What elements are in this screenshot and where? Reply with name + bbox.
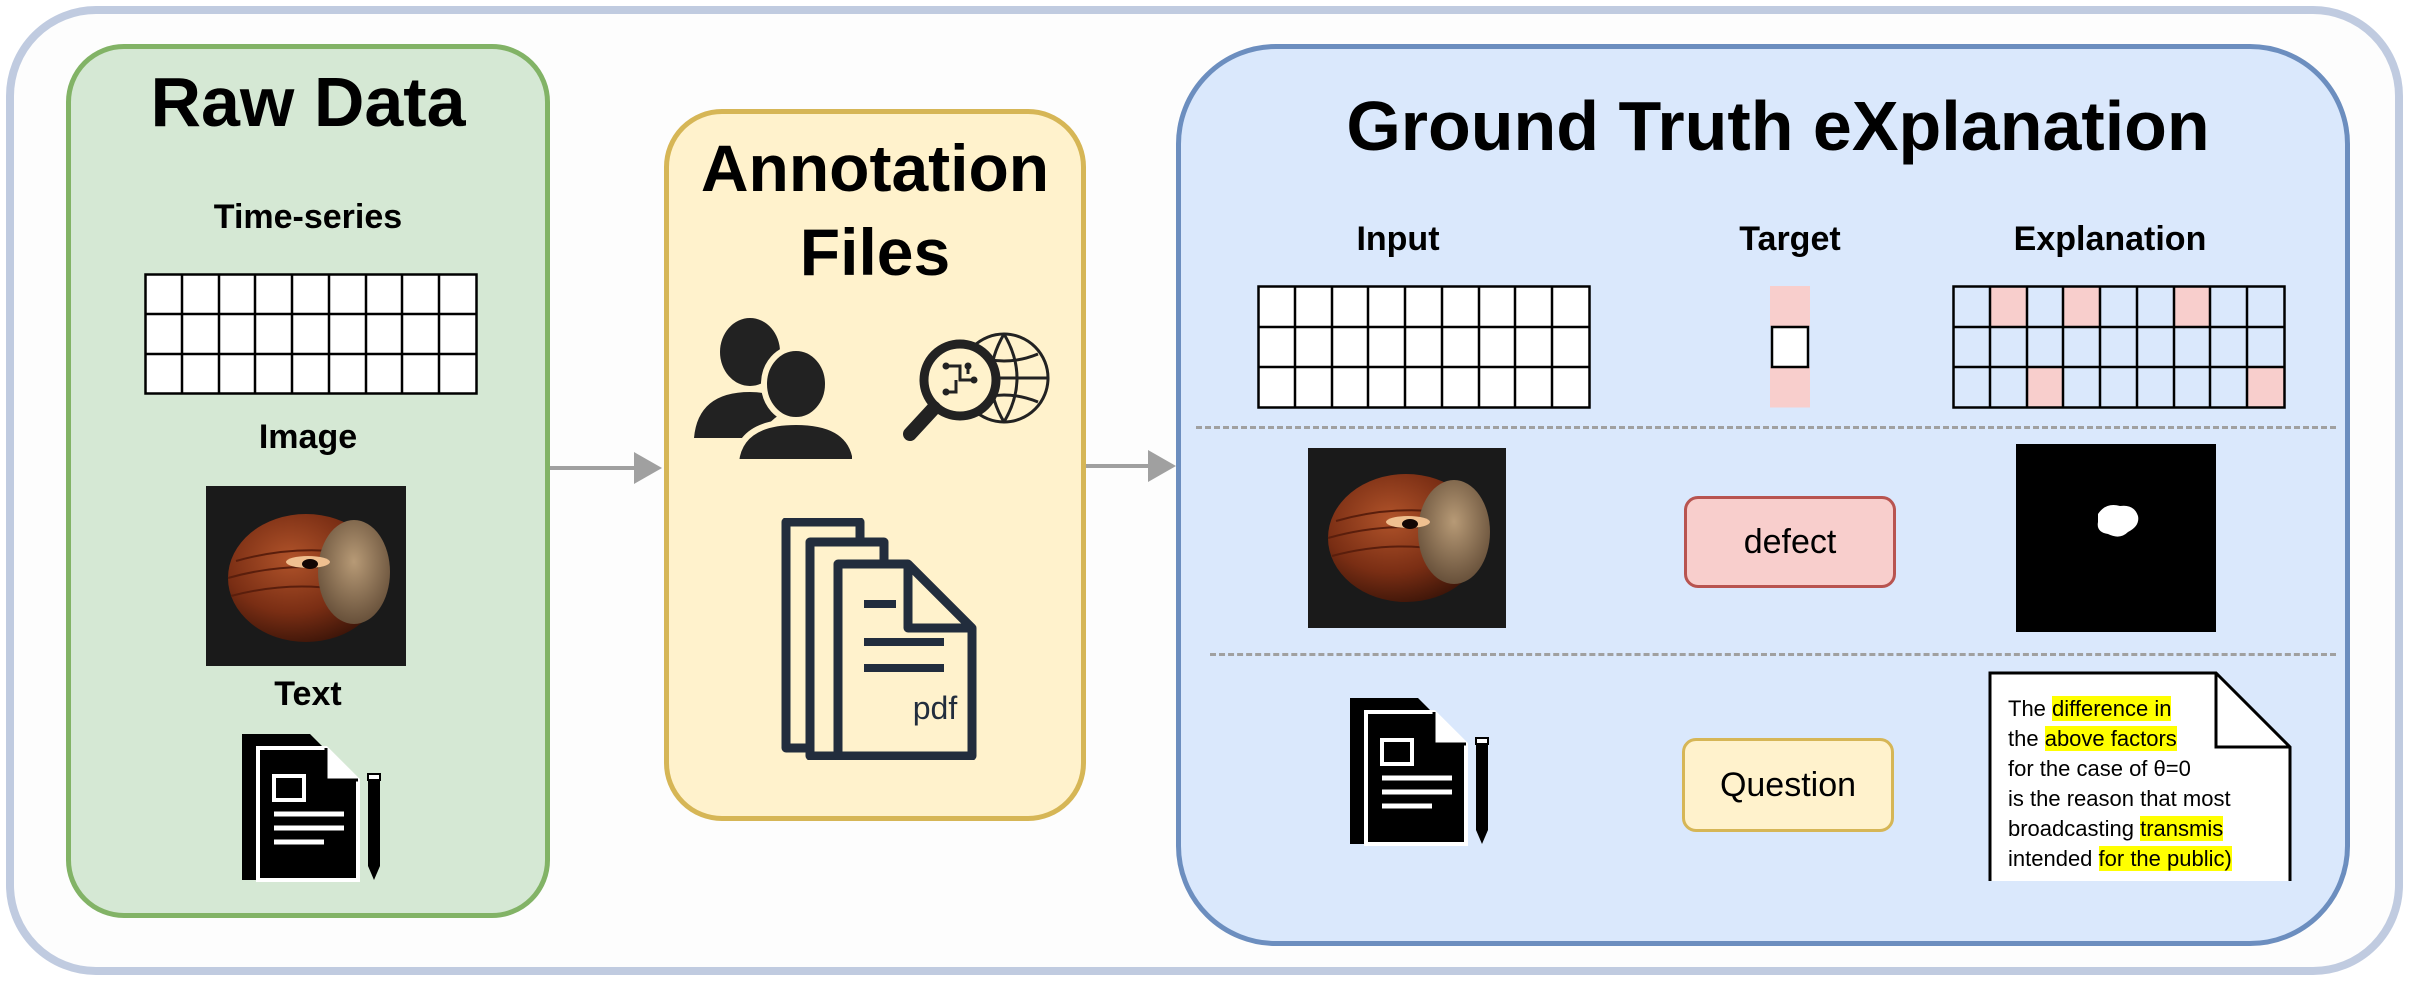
arrowhead-annotation-to-gt <box>1148 450 1176 482</box>
target-column <box>1770 286 1810 408</box>
explanation-line-2: the above factors <box>2008 726 2177 751</box>
pdf-files-icon <box>781 518 977 760</box>
explanation-line-1: The difference in <box>2008 696 2172 721</box>
explanation-time-series-grid <box>1952 285 2286 409</box>
image-label: Image <box>258 418 358 456</box>
arrow-annotation-to-gt <box>1086 464 1150 468</box>
time-series-label: Time-series <box>213 198 403 236</box>
divider-top <box>1196 426 2336 429</box>
gt-document-pen-icon <box>1350 698 1489 846</box>
target-label: Target <box>1739 220 1841 258</box>
magnifier-circuit-icon <box>903 332 1050 441</box>
input-label: Input <box>1356 220 1440 258</box>
arrowhead-raw-to-annotation <box>634 452 662 484</box>
annotation-title-line2: Files <box>799 215 951 289</box>
defect-mask-image <box>2016 444 2216 632</box>
ground-truth-title: Ground Truth eXplanation <box>1346 87 2210 165</box>
pdf-label: pdf <box>912 690 958 726</box>
raw-data-title: Raw Data <box>150 63 466 141</box>
divider-bottom <box>1210 653 2336 656</box>
raw-time-series-grid <box>144 273 478 395</box>
input-time-series-grid <box>1257 285 1591 409</box>
text-label: Text <box>274 675 342 713</box>
gt-hazelnut-image <box>1308 448 1506 628</box>
explanation-line-5: broadcasting transmis <box>2008 816 2224 841</box>
arrow-raw-to-annotation <box>550 466 636 470</box>
annotation-title-line1: Annotation <box>700 131 1050 205</box>
question-tag: Question <box>1682 738 1894 832</box>
defect-tag: defect <box>1684 496 1896 588</box>
explanation-label: Explanation <box>2013 220 2207 258</box>
explanation-line-4: is the reason that most <box>2008 786 2231 811</box>
hazelnut-image <box>206 486 406 666</box>
document-pen-icon <box>242 734 381 882</box>
users-icon <box>694 318 852 462</box>
explanation-line-3: for the case of θ=0 <box>2008 756 2191 781</box>
explanation-line-6: intended for the public) <box>2008 846 2232 871</box>
explanation-text: The difference in the above factors for … <box>2008 694 2288 874</box>
